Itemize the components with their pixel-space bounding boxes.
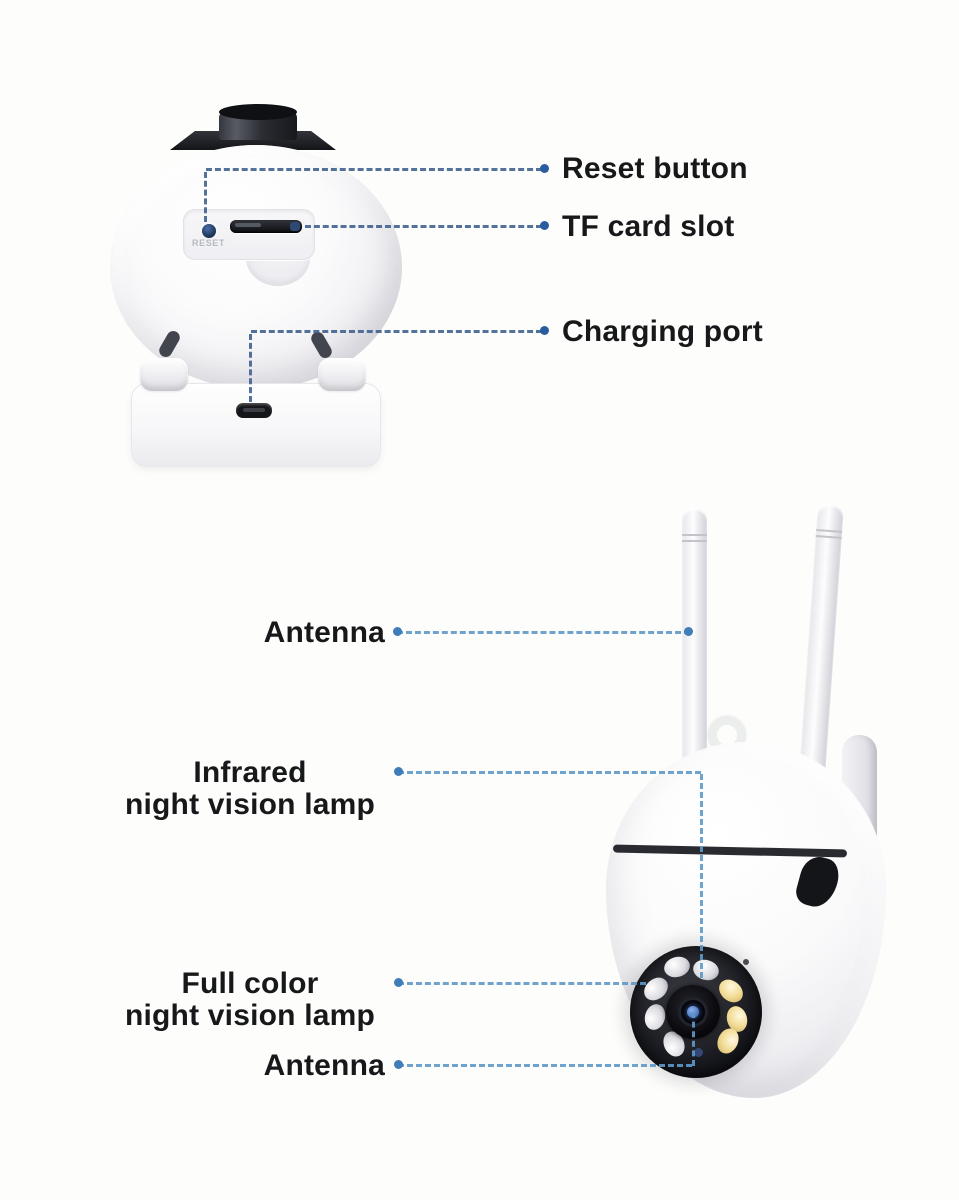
stand-base: [131, 383, 381, 467]
antenna-ridge: [815, 535, 842, 539]
label-line: Infrared: [193, 756, 307, 789]
leader-infrared-horizontal: [398, 771, 701, 774]
leader-charging-dot: [540, 326, 549, 335]
leader-fullcolor-horizontal: [398, 982, 646, 985]
leader-tf-horizontal: [305, 225, 542, 228]
leader-antenna-bottom-vertical: [692, 1012, 695, 1066]
leader-antenna-bottom-horizontal: [398, 1064, 692, 1067]
mount-knob-cap: [219, 104, 297, 120]
reset-button: [202, 224, 216, 238]
tf-card-slot: [230, 220, 302, 233]
label-infrared-night-vision-lamp: Infrared night vision lamp: [115, 757, 385, 821]
hinge-left: [140, 358, 188, 391]
leader-charging-vertical: [249, 334, 252, 402]
charging-port: [236, 403, 272, 418]
leader-antenna-top-horizontal: [397, 631, 690, 634]
label-antenna-top: Antenna: [263, 616, 385, 649]
label-reset-button: Reset button: [562, 152, 748, 185]
label-full-color-night-vision-lamp: Full color night vision lamp: [115, 968, 385, 1032]
label-antenna-bottom: Antenna: [263, 1049, 385, 1082]
leader-reset-horizontal: [206, 168, 542, 171]
antenna-ridge: [682, 540, 707, 542]
leader-tf-dot: [540, 221, 549, 230]
antenna-ridge: [682, 534, 707, 536]
leader-antenna-top-dot-start: [393, 627, 402, 636]
leader-reset-dot: [540, 164, 549, 173]
leader-antenna-top-dot-end: [684, 627, 693, 636]
leader-infrared-dot: [394, 767, 403, 776]
label-tf-card-slot: TF card slot: [562, 210, 735, 243]
hinge-right: [318, 358, 366, 391]
leader-fullcolor-dot: [394, 978, 403, 987]
reset-engraving: RESET: [192, 238, 226, 248]
label-line: night vision lamp: [124, 999, 376, 1032]
antenna-ridge: [816, 529, 843, 533]
label-line: night vision lamp: [124, 788, 376, 821]
label-charging-port: Charging port: [562, 315, 763, 348]
leader-charging-horizontal: [251, 330, 542, 333]
microphone-hole: [743, 959, 749, 965]
label-line: Full color: [181, 967, 319, 1000]
antenna-left: [682, 508, 707, 776]
status-led: [694, 1048, 703, 1057]
leader-antenna-bottom-dot: [394, 1060, 403, 1069]
leader-reset-vertical: [204, 172, 207, 222]
leader-infrared-vertical: [700, 774, 703, 978]
